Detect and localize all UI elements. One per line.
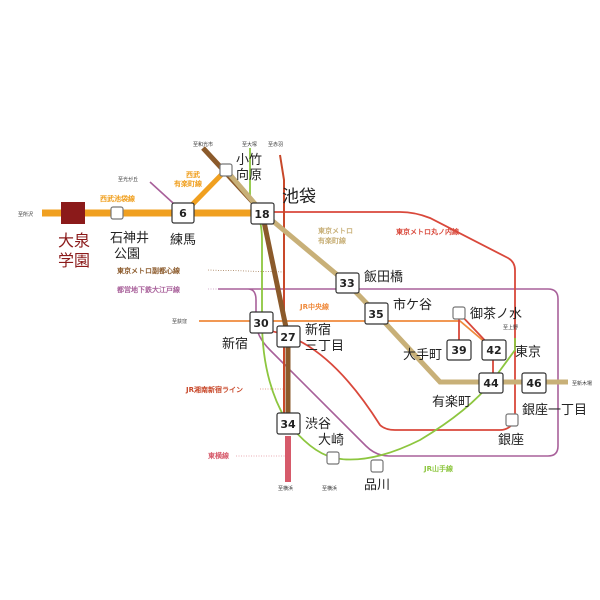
minutes-shibuya: 34 — [276, 412, 301, 435]
svg-text:44: 44 — [483, 377, 499, 390]
station-marker-shinagawa — [370, 459, 384, 473]
station-nerima: 練馬 — [170, 233, 196, 248]
station-shibuya: 渋谷 — [305, 417, 331, 432]
station-shinjuku: 新宿 — [222, 336, 248, 352]
destination-marker — [61, 202, 85, 224]
dir-otsuka: 至大塚 — [242, 141, 257, 148]
label-seibu-yurakucho-2: 有楽町線 — [174, 179, 202, 188]
svg-text:6: 6 — [179, 207, 187, 220]
svg-text:30: 30 — [253, 317, 269, 330]
station-yurakucho: 有楽町 — [432, 394, 471, 410]
label-toyoko: 東横線 — [208, 451, 229, 460]
station-otemachi: 大手町 — [403, 348, 442, 363]
minutes-ichigaya: 35 — [364, 302, 389, 325]
dir-yokohama-2: 至横浜 — [322, 485, 337, 492]
marunouchi-line — [256, 211, 516, 431]
station-iidabashi: 飯田橋 — [364, 270, 403, 285]
destination-label-1: 大泉 — [58, 231, 90, 250]
svg-text:27: 27 — [280, 331, 295, 344]
svg-text:34: 34 — [280, 418, 296, 431]
svg-text:42: 42 — [486, 344, 501, 357]
label-oedo: 都営地下鉄大江戸線 — [116, 285, 180, 294]
svg-text:46: 46 — [526, 377, 542, 390]
dir-tokorozawa: 至所沢 — [18, 211, 33, 218]
svg-text:39: 39 — [451, 344, 466, 357]
station-tokyo: 東京 — [515, 344, 541, 360]
dir-wakoshi: 至和光市 — [193, 141, 213, 148]
station-sanchome-2: 三丁目 — [305, 339, 344, 354]
label-yurakucho-2: 有楽町線 — [318, 236, 346, 245]
minutes-tokyo: 42 — [481, 339, 507, 361]
station-shakujii-2: 公園 — [114, 247, 140, 262]
station-marker-shakujii — [110, 206, 124, 220]
minutes-ginza-itchome: 46 — [521, 372, 547, 394]
dir-shinkiba: 至新木場 — [572, 380, 592, 387]
station-ikebukuro: 池袋 — [282, 187, 316, 207]
label-seibu-ikebukuro: 西武池袋線 — [100, 194, 135, 203]
station-marker-kotake — [219, 163, 233, 177]
station-ginza: 銀座 — [498, 433, 524, 448]
dir-ueno: 至上野 — [503, 324, 518, 331]
minutes-ikebukuro: 18 — [250, 202, 275, 225]
minutes-shinjuku: 30 — [249, 311, 274, 334]
dir-hikarigaoka: 至光が丘 — [118, 176, 138, 183]
svg-text:35: 35 — [368, 308, 383, 321]
station-ichigaya: 市ケ谷 — [393, 297, 432, 313]
label-yurakucho-1: 東京メトロ — [318, 226, 353, 235]
label-shonan-shinjuku: JR湘南新宿ライン — [185, 385, 243, 394]
destination-label-2: 学園 — [58, 251, 90, 270]
station-shinagawa: 品川 — [364, 478, 390, 493]
leader-fukutoshin — [207, 269, 285, 273]
label-marunouchi: 東京メトロ丸ノ内線 — [396, 227, 459, 236]
station-marker-ochanomizu — [452, 306, 466, 320]
station-marker-osaki — [326, 451, 340, 465]
station-shakujii-1: 石神井 — [110, 231, 149, 246]
dir-yokohama-1: 至横浜 — [278, 485, 293, 492]
svg-text:33: 33 — [339, 277, 354, 290]
label-jr-chuo: JR中央線 — [299, 302, 329, 311]
yamanote-line — [249, 148, 516, 461]
minutes-yurakucho: 44 — [478, 372, 504, 394]
station-sanchome-1: 新宿 — [305, 322, 331, 338]
minutes-shinjuku-sanchome: 27 — [276, 325, 301, 348]
station-kotake-2: 向原 — [236, 167, 262, 183]
station-marker-ginza — [505, 413, 519, 427]
station-ochanomizu: 御茶ノ水 — [470, 306, 522, 322]
label-seibu-yurakucho-1: 西武 — [186, 170, 200, 179]
dir-akabane: 至赤羽 — [268, 142, 283, 148]
label-yamanote: JR山手線 — [423, 464, 453, 473]
dir-ogikubo: 至荻窪 — [172, 318, 187, 325]
station-osaki: 大崎 — [318, 433, 344, 448]
minutes-nerima: 6 — [171, 202, 195, 224]
svg-text:18: 18 — [254, 208, 269, 221]
minutes-iidabashi: 33 — [335, 272, 360, 294]
station-ginza-itchome: 銀座一丁目 — [522, 403, 587, 418]
label-fukutoshin: 東京メトロ副都心線 — [117, 266, 180, 275]
station-kotake-1: 小竹 — [236, 153, 262, 168]
minutes-otemachi: 39 — [446, 339, 472, 361]
